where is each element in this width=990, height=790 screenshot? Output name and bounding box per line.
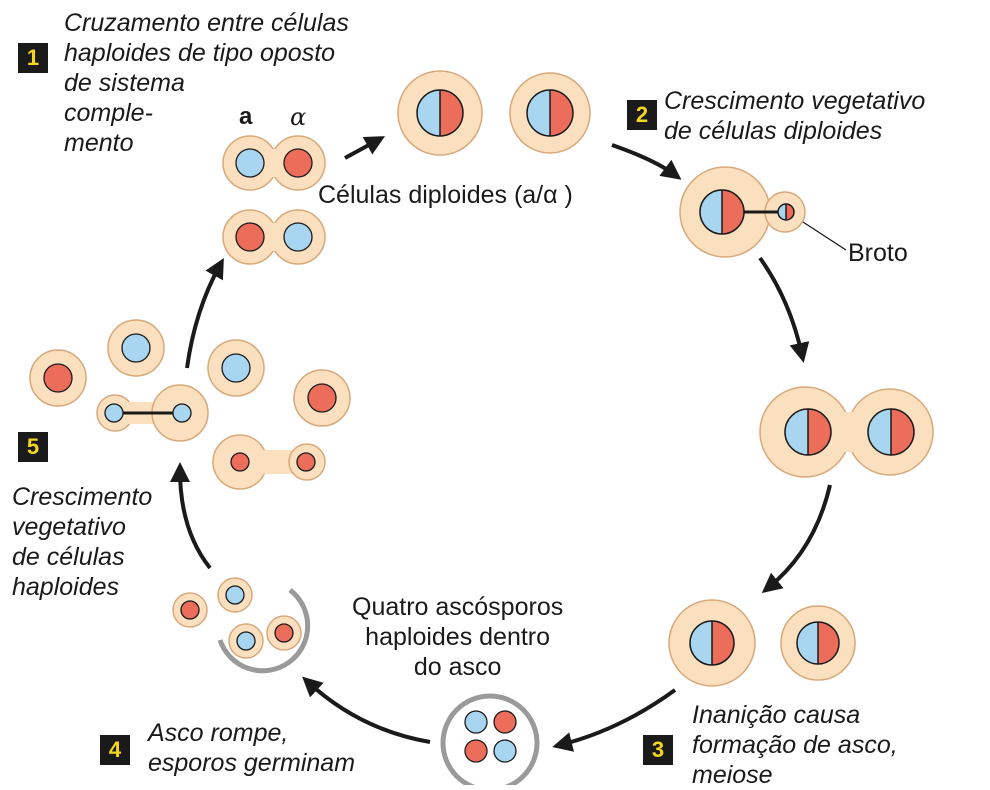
- diploid-nucleus-alpha-half: [818, 622, 839, 664]
- arrow-to-ascus: [552, 688, 677, 752]
- mating-nucleus-left: [235, 148, 265, 178]
- ascus-wall: [440, 693, 540, 785]
- bud-label: Broto: [848, 239, 908, 267]
- cycle-arrows: [170, 136, 832, 752]
- diploid-nucleus-alpha-half: [808, 409, 831, 455]
- haploid-nucleus: [230, 452, 250, 472]
- arrow-to-haploid-growth: [170, 462, 212, 570]
- ascospore: [464, 710, 488, 734]
- fusion-bridge: [262, 223, 286, 251]
- arrow-to-dividing: [758, 256, 810, 363]
- diploid-nucleus-a-half: [700, 190, 722, 234]
- step-3-caption: Inanição causa formação de asco, meiose: [692, 701, 898, 789]
- diploid-nucleus-alpha-half: [550, 90, 573, 136]
- haploid-nucleus: [121, 333, 151, 363]
- haploid-nucleus: [43, 363, 73, 393]
- mating-type-alpha-label: α: [290, 103, 307, 131]
- division-bridge: [832, 412, 866, 452]
- diploid-nucleus-a-half: [690, 621, 712, 665]
- step-3-badge: 3: [643, 735, 673, 765]
- haploid-nucleus: [104, 403, 124, 423]
- diploid-nucleus-alpha-half: [712, 621, 734, 665]
- diploid-cells-label: Células diploides (a/α ): [318, 181, 573, 209]
- connector-lines: [123, 210, 847, 415]
- step-5-caption: Crescimento vegetativo de células haploi…: [12, 483, 153, 601]
- diploid-nucleus-alpha-half: [440, 90, 463, 136]
- arrow-to-ascus-formation: [761, 484, 832, 594]
- spore-nucleus: [236, 631, 256, 651]
- ruptured-ascus-wall: [217, 588, 311, 674]
- step-1-badge: 1: [18, 43, 48, 73]
- haploid-nucleus: [221, 353, 251, 383]
- diploid-nucleus-a-half: [868, 409, 891, 455]
- diploid-nucleus-a-half: [778, 204, 786, 220]
- mating-type-a-label: a: [239, 103, 253, 130]
- spore-nucleus: [225, 585, 245, 605]
- arrow-to-budding: [611, 143, 682, 180]
- diploid-nucleus-a-half: [527, 90, 550, 136]
- diploid-nucleus-a-half: [785, 409, 808, 455]
- step-5-badge: 5: [18, 432, 48, 462]
- arrow-to-mating: [185, 258, 224, 369]
- diploid-nucleus-alpha-half: [722, 190, 744, 234]
- mating-nucleus-left: [235, 222, 265, 252]
- bud-leader-line: [802, 221, 847, 251]
- mating-nucleus-right: [283, 222, 313, 252]
- spore-nucleus: [180, 600, 200, 620]
- step-2-badge: 2: [627, 100, 657, 130]
- arrow-to-diploid: [344, 136, 386, 160]
- ascospore: [493, 739, 517, 763]
- diploid-nucleus-a-half: [797, 622, 818, 664]
- ascospore: [493, 710, 517, 734]
- step-1-caption: Cruzamento entre células haploides de ti…: [64, 9, 349, 157]
- haploid-nucleus: [172, 403, 192, 423]
- haploid-nucleus: [296, 452, 316, 472]
- diploid-nucleus-alpha-half: [891, 409, 914, 455]
- haploid-nucleus: [307, 383, 337, 413]
- diploid-nucleus-a-half: [417, 90, 440, 136]
- four-spores-label: Quatro ascósporos haploides dentro do as…: [352, 593, 564, 681]
- spore-nucleus: [274, 623, 294, 643]
- step-2-caption: Crescimento vegetativo de células diploi…: [664, 87, 926, 145]
- diploid-nucleus-alpha-half: [786, 204, 794, 220]
- ascospore: [464, 739, 488, 763]
- fusion-bridge: [262, 149, 286, 177]
- mating-nucleus-right: [283, 148, 313, 178]
- step-4-caption: Asco rompe, esporos germinam: [148, 719, 356, 777]
- arrow-to-germination: [302, 676, 431, 744]
- step-4-badge: 4: [100, 735, 130, 765]
